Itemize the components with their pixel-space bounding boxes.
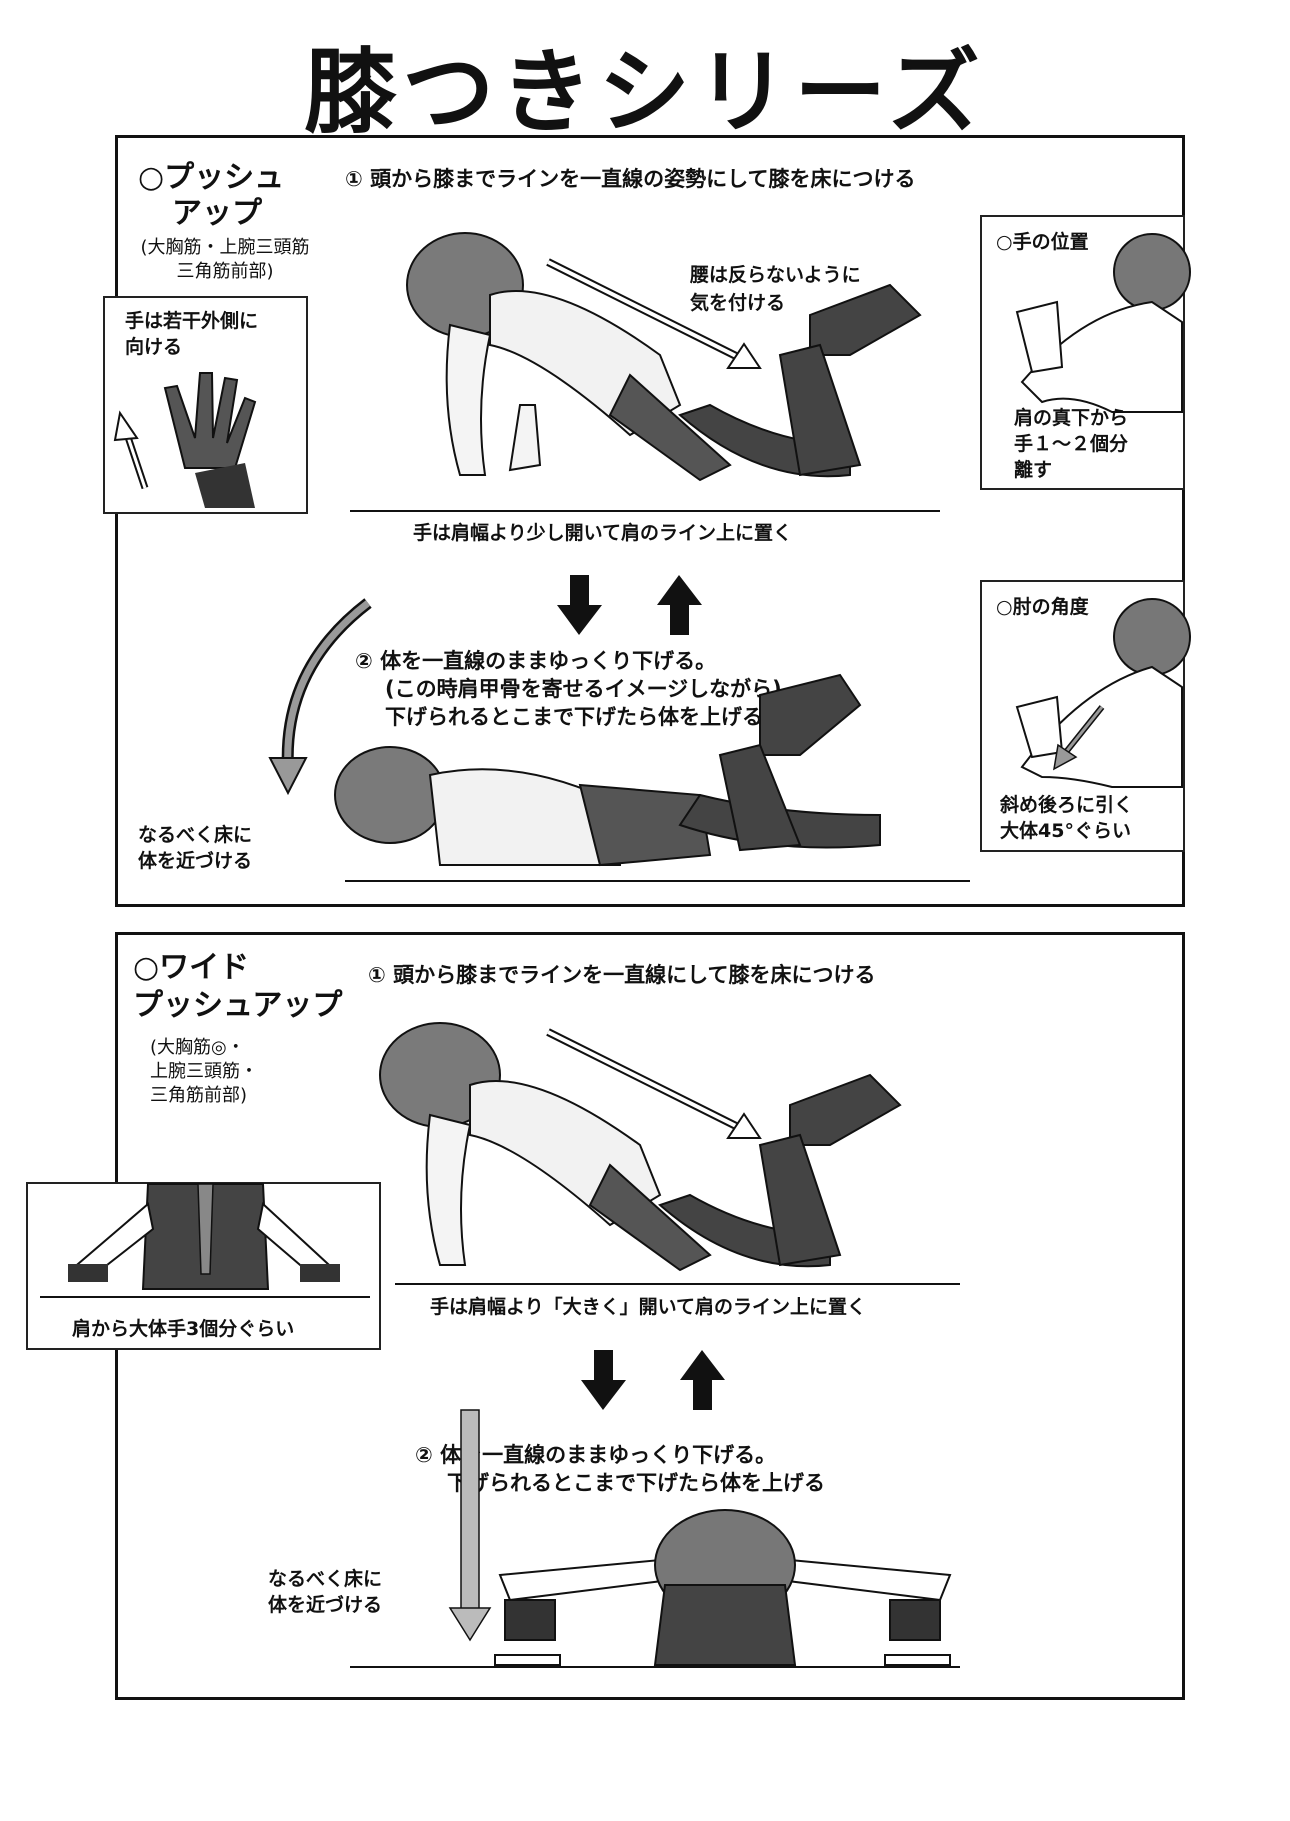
pushup-lowered-illustration [334,673,881,867]
wide-top-illustration [379,1022,902,1272]
hand-drawing [113,372,257,508]
page-title: 膝つきシリーズ [304,39,986,146]
inset-position-title: ○手の位置 [996,231,1089,253]
wide-arrow-down-icon [581,1350,626,1410]
arrow-up-icon [657,575,702,635]
pushup-heading-1: ○プッシュ [138,160,285,195]
pushup-hand-caption: 手は肩幅より少し開いて肩のライン上に置く [413,522,793,544]
lower-note-1: なるべく床に [138,824,253,846]
inset-floor-line [40,1296,370,1298]
pushup-muscles-2: 三角筋前部) [176,261,274,282]
back-note-2: 気を付ける [690,292,786,314]
inset-hand-text-1: 手は若干外側に [125,310,259,332]
inset-elbow-text-1: 斜め後ろに引く [1000,794,1134,816]
wide-hand-caption: 手は肩幅より「大きく」開いて肩のライン上に置く [430,1296,867,1318]
wide-hands-drawing [68,1183,340,1290]
wide-front-illustration [494,1509,952,1666]
pushup-step2-3: 下げられるとこまで下げたら体を上げる [385,705,763,729]
inset-position-text-2: 手１～２個分 [1014,433,1129,455]
wide-muscles-1: (大胸筋◎・ [150,1037,245,1058]
wide-direction-arrow-icon [546,1028,762,1139]
wide-lower-note-2: 体を近づける [268,1594,383,1616]
shoulder-drawing [1015,233,1191,413]
inset-hand-width: 肩から大体手3個分ぐらい [26,1182,381,1350]
elbow-drawing [1015,598,1191,788]
pushup-step2-2: (この時肩甲骨を寄せるイメージしながら) [385,677,782,701]
arrow-down-icon [557,575,602,635]
lower-note-2: 体を近づける [138,850,253,872]
wide-muscles-2: 上腕三頭筋・ [150,1061,258,1082]
inset-elbow-angle: ○肘の角度 斜め後ろに引く 大体45°ぐらい [980,580,1191,852]
floor-line-3 [395,1283,960,1285]
wide-lower-note-1: なるべく床に [268,1568,383,1590]
pushup-step2-1: ② 体を一直線のままゆっくり下げる。 [355,649,717,673]
wide-heading-2: プッシュアップ [133,988,343,1023]
inset-hand-orientation: 手は若干外側に 向ける [103,296,308,514]
inset-hand-position: ○手の位置 肩の真下から 手１～２個分 離す [980,215,1191,490]
straight-down-arrow-icon [448,1409,492,1642]
pushup-step1: ① 頭から膝までラインを一直線の姿勢にして膝を床につける [345,167,916,191]
curved-arrow-icon [268,598,372,796]
wide-arrow-up-icon [680,1350,725,1410]
wide-step1: ① 頭から膝までラインを一直線にして膝を床につける [368,963,876,987]
back-note-1: 腰は反らないように [690,264,861,286]
wide-muscles-3: 三角筋前部) [150,1085,248,1106]
floor-line-2 [345,880,970,882]
inset-elbow-title: ○肘の角度 [996,596,1089,618]
inset-width-caption: 肩から大体手3個分ぐらい [72,1318,295,1340]
direction-arrow-icon [546,258,762,369]
pushup-muscles-1: (大胸筋・上腕三頭筋 [140,237,310,258]
floor-line-4 [350,1666,960,1668]
inset-position-text-3: 離す [1014,459,1053,481]
pushup-top-illustration [406,232,922,482]
inset-hand-text-2: 向ける [125,336,183,358]
inset-elbow-text-2: 大体45°ぐらい [1000,820,1131,842]
wide-step2-2: 下げられるとこまで下げたら体を上げる [447,1471,825,1495]
pushup-heading-2: アップ [172,196,262,231]
inset-position-text-1: 肩の真下から [1014,407,1129,429]
wide-heading-1: ○ワイド [133,950,250,985]
floor-line [350,510,940,512]
